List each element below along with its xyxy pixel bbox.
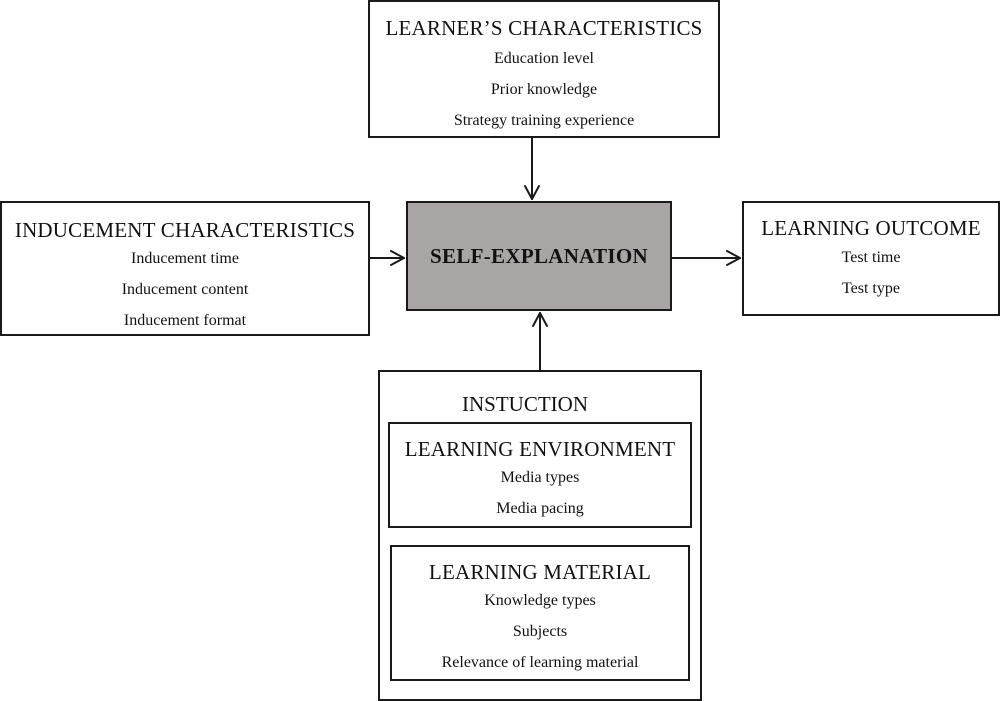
- learning-environment-title: LEARNING ENVIRONMENT: [404, 437, 676, 461]
- environment-item-media-types: Media types: [500, 469, 580, 486]
- material-item-relevance: Relevance of learning material: [441, 654, 639, 671]
- material-item-subjects: Subjects: [512, 623, 568, 640]
- inducement-characteristics-box: INDUCEMENT CHARACTERISTICS Inducement ti…: [0, 201, 370, 336]
- learner-characteristics-title: LEARNER’S CHARACTERISTICS: [385, 16, 703, 40]
- self-explanation-box: SELF-EXPLANATION: [406, 201, 672, 311]
- learning-material-title: LEARNING MATERIAL: [428, 560, 652, 584]
- learning-material-list: Knowledge types Subjects Relevance of le…: [392, 585, 688, 678]
- learning-outcome-box: LEARNING OUTCOME Test time Test type: [742, 201, 1000, 316]
- learning-outcome-title: LEARNING OUTCOME: [761, 216, 981, 240]
- arrow-center-to-outcome: [671, 250, 741, 266]
- instruction-title: INSTUCTION: [462, 392, 588, 416]
- inducement-item-format: Inducement format: [123, 312, 247, 329]
- learner-item-education-level: Education level: [494, 50, 594, 67]
- learning-material-box: LEARNING MATERIAL Knowledge types Subjec…: [390, 545, 690, 681]
- learner-item-strategy-training: Strategy training experience: [453, 112, 635, 129]
- arrow-inducement-to-center: [369, 250, 405, 266]
- learner-item-prior-knowledge: Prior knowledge: [490, 81, 598, 98]
- learning-outcome-list: Test time Test type: [744, 242, 998, 304]
- inducement-characteristics-list: Inducement time Inducement content Induc…: [2, 243, 368, 336]
- inducement-item-time: Inducement time: [131, 250, 239, 267]
- inducement-item-content: Inducement content: [121, 281, 249, 298]
- learner-characteristics-box: LEARNER’S CHARACTERISTICS Education leve…: [368, 0, 720, 138]
- arrow-learner-to-center: [524, 137, 540, 200]
- instruction-box: INSTUCTION LEARNING ENVIRONMENT Media ty…: [378, 370, 702, 701]
- learning-environment-list: Media types Media pacing: [390, 462, 690, 524]
- outcome-item-test-type: Test type: [842, 280, 900, 297]
- environment-item-media-pacing: Media pacing: [496, 500, 584, 517]
- learner-characteristics-list: Education level Prior knowledge Strategy…: [370, 43, 718, 136]
- outcome-item-test-time: Test time: [841, 249, 901, 266]
- learning-environment-box: LEARNING ENVIRONMENT Media types Media p…: [388, 422, 692, 528]
- arrow-instruction-to-center: [532, 312, 548, 371]
- material-item-knowledge-types: Knowledge types: [484, 592, 596, 609]
- self-explanation-label: SELF-EXPLANATION: [430, 243, 648, 268]
- inducement-characteristics-title: INDUCEMENT CHARACTERISTICS: [14, 218, 356, 242]
